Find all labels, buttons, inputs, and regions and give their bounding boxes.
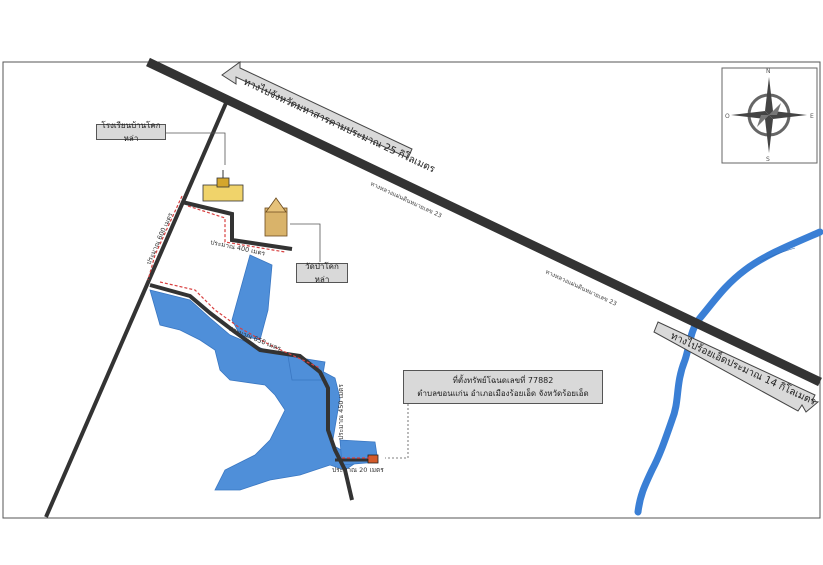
compass-w: O <box>725 113 730 120</box>
highway-23 <box>146 57 822 387</box>
compass-e: E <box>810 113 814 120</box>
school-icon <box>202 170 244 202</box>
temple-road <box>181 200 293 251</box>
school-label: โรงเรียนบ้านโคกหล่า <box>96 121 166 143</box>
river <box>634 228 823 516</box>
route-guide <box>147 195 372 459</box>
leader-lines <box>162 132 409 459</box>
river-outline <box>759 247 796 263</box>
property-line-1: ที่ตั้งทรัพย์โฉนดเลขที่ 77882 <box>452 376 554 385</box>
compass-s: S <box>766 156 770 163</box>
access-road <box>149 283 354 501</box>
direction-arrow-top <box>221 61 413 159</box>
property-marker <box>367 454 379 464</box>
property-label: ที่ตั้งทรัพย์โฉนดเลขที่ 77882 ตำบลขอนแก่… <box>403 370 603 404</box>
compass-n: N <box>766 68 771 75</box>
temple-icon <box>264 197 288 237</box>
property-line-2: ตำบลขอนแก่น อำเภอเมืองร้อยเอ็ด จังหวัดร้… <box>417 389 589 398</box>
dist-20-label: ประมาณ 20 เมตร <box>332 466 384 474</box>
direction-arrow-right <box>653 321 820 413</box>
compass-rose <box>721 67 818 164</box>
dist-450-label: ประมาณ 450 เมตร <box>337 384 345 440</box>
local-road-main <box>44 102 228 518</box>
temple-label: วัดป่าโคกหล่า <box>296 262 348 284</box>
